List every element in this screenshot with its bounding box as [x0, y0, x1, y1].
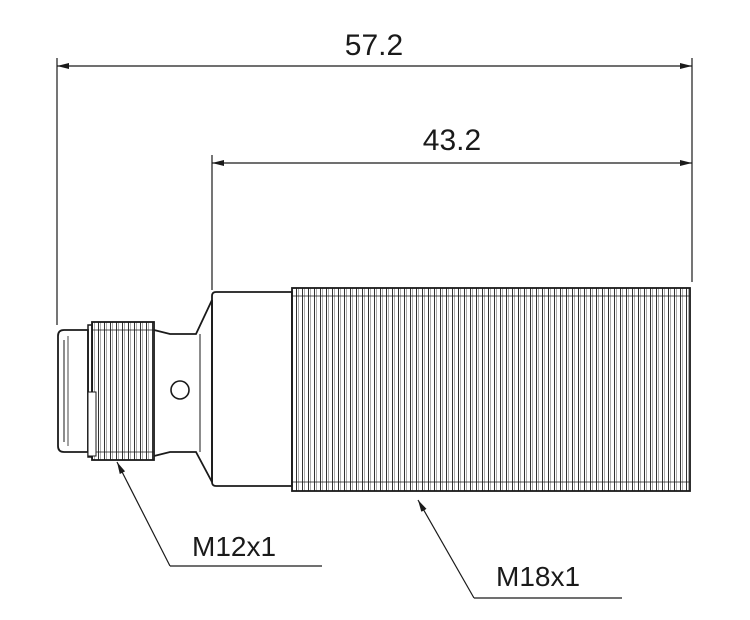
- leader-m12: [116, 461, 322, 567]
- coupling-neck: [153, 299, 213, 483]
- m18-body-thread: [291, 287, 691, 492]
- leader-m18: [417, 499, 622, 599]
- connector-face: [57, 329, 89, 453]
- dimension-label-body: 43.2: [423, 124, 481, 157]
- callout-m18-thread: M18x1: [496, 561, 580, 592]
- callout-m12-thread: M12x1: [192, 531, 276, 562]
- cross-hole: [170, 380, 190, 400]
- dimension-label-overall: 57.2: [345, 29, 403, 62]
- plain-shank: [211, 291, 293, 487]
- m12-connector-thread: [87, 321, 155, 461]
